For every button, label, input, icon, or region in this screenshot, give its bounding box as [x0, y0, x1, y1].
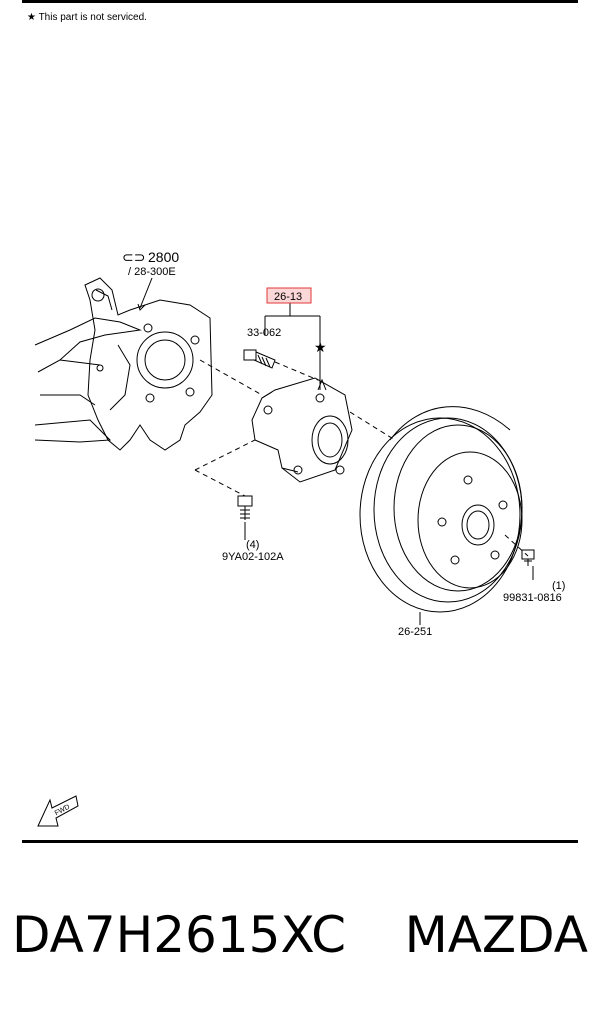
bolt-label[interactable]: 9YA02-102A: [222, 551, 284, 563]
hub-bolt: [243, 349, 276, 369]
drum-screw: [521, 549, 535, 566]
fwd-arrow-icon: FWD: [37, 795, 79, 827]
knuckle-sub-label: / 28-300E: [128, 266, 176, 278]
brand-name: MAZDA: [404, 906, 588, 964]
not-serviced-star: ★: [314, 339, 327, 355]
hub-bearing-assembly: [251, 377, 353, 483]
not-serviced-text: This part is not serviced.: [38, 12, 147, 23]
bolt-qty-label: (4): [246, 539, 259, 551]
hub-assembly-label[interactable]: 26-13: [274, 291, 302, 303]
bottom-border-rule: [22, 840, 578, 843]
screw-label[interactable]: 99831-0816: [503, 592, 562, 604]
hub-bolt-label[interactable]: 33-062: [247, 327, 281, 339]
highlight-box: [266, 287, 312, 304]
star-icon: ★: [27, 12, 36, 23]
knuckle-assembly: [34, 277, 213, 451]
brake-drum-label[interactable]: 26-251: [398, 626, 432, 638]
knuckle-ref-label: 2800: [148, 249, 179, 265]
not-serviced-note: ★ This part is not serviced.: [27, 12, 147, 23]
screw-qty-label: (1): [552, 580, 565, 592]
caption-bar: DA7H2615XC MAZDA: [12, 900, 588, 970]
top-border-rule: [22, 0, 578, 3]
hub-attachment-bolt: [237, 495, 253, 520]
knuckle-icon: ⊂⊃: [122, 249, 145, 265]
brake-drum: [359, 406, 523, 613]
rear-hub-exploded-diagram: ⊂⊃ 2800 / 28-300E 26-13 33-062 ★ (4) 9YA…: [34, 249, 565, 827]
part-number: DA7H2615XC: [12, 906, 347, 964]
